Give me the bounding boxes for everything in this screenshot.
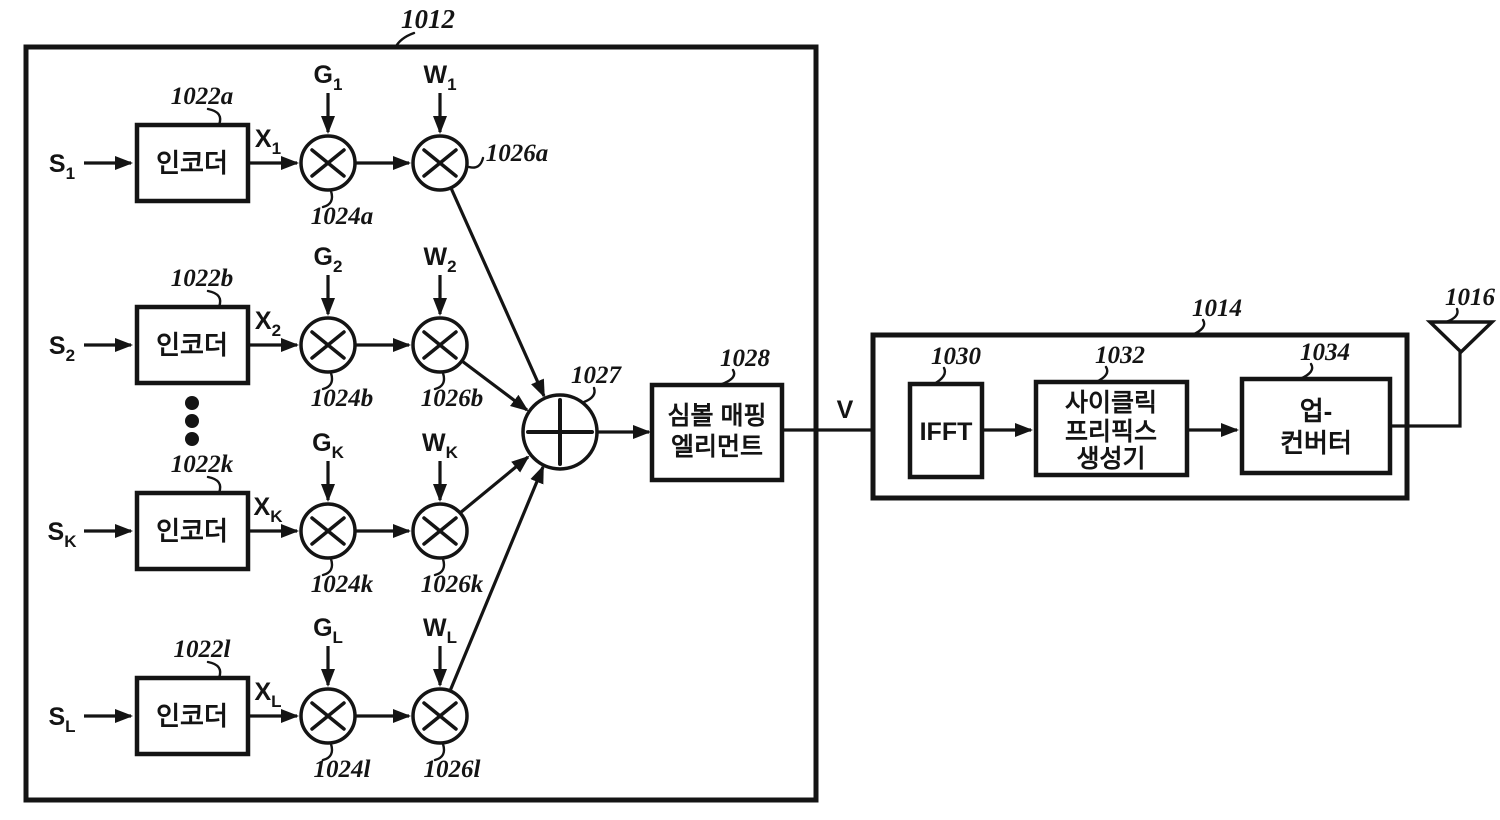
multiply-icon	[310, 516, 346, 546]
arrow-weightl-to-summer	[448, 465, 545, 692]
arrow-weight2-to-summer	[461, 359, 529, 412]
multiply-icon	[310, 148, 346, 178]
multiply-icon	[310, 701, 346, 731]
ref-1022a: 1022a	[171, 83, 234, 110]
cp-label-line1: 사이클릭	[1065, 389, 1157, 417]
encoder-box-k	[134, 490, 251, 572]
ref-1027-leader	[582, 386, 596, 404]
input-sk-label: SK	[48, 518, 78, 551]
w2-label: W2	[423, 243, 456, 276]
ref-1022a-leader	[206, 107, 222, 127]
ref-1026a: 1026a	[486, 140, 549, 167]
ref-1012: 1012	[401, 4, 455, 34]
ref-1024l-leader	[321, 742, 334, 762]
upconverter-label-line1: 업-	[1300, 396, 1333, 426]
upconverter-label-line2: 컨버터	[1280, 428, 1352, 458]
ref-1028: 1028	[720, 345, 771, 372]
ref-1022l: 1022l	[174, 636, 231, 663]
ref-1016: 1016	[1445, 284, 1496, 311]
ref-1032: 1032	[1095, 342, 1145, 369]
ref-1022b: 1022b	[171, 265, 234, 292]
ref-1014: 1014	[1192, 295, 1242, 322]
w1-label: W1	[423, 61, 456, 94]
encoder-label-k: 인코더	[156, 516, 228, 546]
upconverter-box	[1239, 376, 1393, 476]
multiply-icon	[422, 330, 458, 360]
ref-1026b-leader	[433, 371, 446, 391]
symbol-mapping-label-line2: 엘리먼트	[671, 433, 763, 461]
g1-label: G1	[314, 61, 343, 94]
symbol-mapping-box	[649, 382, 785, 483]
ref-1024a: 1024a	[311, 203, 374, 230]
arrow-weight1-to-summer	[449, 187, 546, 398]
gk-label: GK	[312, 429, 344, 462]
cp-label-line2: 프리픽스	[1065, 418, 1157, 446]
ref-1027: 1027	[571, 362, 623, 389]
ref-1012-leader	[393, 31, 416, 50]
ref-1024k-leader	[321, 557, 334, 577]
ref-1030-leader	[932, 366, 947, 386]
wl-label: WL	[423, 614, 457, 647]
ref-1026l: 1026l	[424, 756, 481, 783]
multiply-icon	[422, 701, 458, 731]
ref-1026l-leader	[433, 742, 446, 762]
x2-label: X2	[255, 307, 281, 340]
ref-1024b: 1024b	[311, 385, 374, 412]
ref-1024b-leader	[321, 371, 334, 391]
g2-label: G2	[314, 243, 343, 276]
ellipsis-dot	[185, 396, 199, 410]
cp-label-line3: 생성기	[1076, 445, 1145, 473]
ifft-box	[907, 381, 985, 480]
ref-1022b-leader	[206, 289, 222, 309]
multiply-icon	[422, 148, 458, 178]
ref-1032-leader	[1094, 365, 1109, 384]
encoder-box-l	[134, 675, 251, 757]
antenna-icon	[1425, 320, 1497, 355]
ellipsis-dot	[185, 432, 199, 446]
xl-label: XL	[254, 678, 281, 711]
ref-1026b: 1026b	[421, 385, 484, 412]
xk-label: XK	[254, 493, 284, 526]
ref-1016-leader	[1444, 307, 1459, 324]
encoder-label-1: 인코더	[156, 148, 228, 178]
ref-1022k-leader	[206, 475, 222, 495]
ref-1028-leader	[720, 368, 736, 386]
ellipsis-dot	[185, 414, 199, 428]
multiply-icon	[422, 516, 458, 546]
ref-1014-leader	[1190, 318, 1206, 337]
ref-1024a-leader	[321, 189, 334, 209]
ref-1026k: 1026k	[421, 571, 484, 598]
input-s1-label: S1	[49, 150, 75, 183]
ref-1026k-leader	[433, 557, 446, 577]
x1-label: X1	[255, 125, 281, 158]
antenna-feed-line	[1390, 352, 1462, 428]
ref-1026a-leader	[467, 156, 485, 169]
gl-label: GL	[313, 614, 343, 647]
input-s2-label: S2	[49, 332, 75, 365]
symbol-mapping-label-line1: 심볼 매핑	[668, 402, 767, 430]
v-signal-label: V	[837, 396, 854, 424]
encoder-box-1	[134, 122, 251, 204]
ref-1022k: 1022k	[171, 451, 234, 478]
arrow-weightk-to-summer	[458, 455, 530, 515]
ref-1022l-leader	[206, 660, 222, 680]
ref-1024k: 1024k	[311, 571, 374, 598]
ref-1030: 1030	[931, 343, 982, 370]
encoder-label-l: 인코더	[156, 701, 228, 731]
multiply-icon	[310, 330, 346, 360]
encoder-label-2: 인코더	[156, 330, 228, 360]
wk-label: WK	[422, 429, 459, 462]
ifft-label: IFFT	[920, 418, 973, 446]
ref-1034-leader	[1298, 362, 1314, 381]
input-sl-label: SL	[48, 703, 75, 736]
ref-1034: 1034	[1300, 339, 1350, 366]
